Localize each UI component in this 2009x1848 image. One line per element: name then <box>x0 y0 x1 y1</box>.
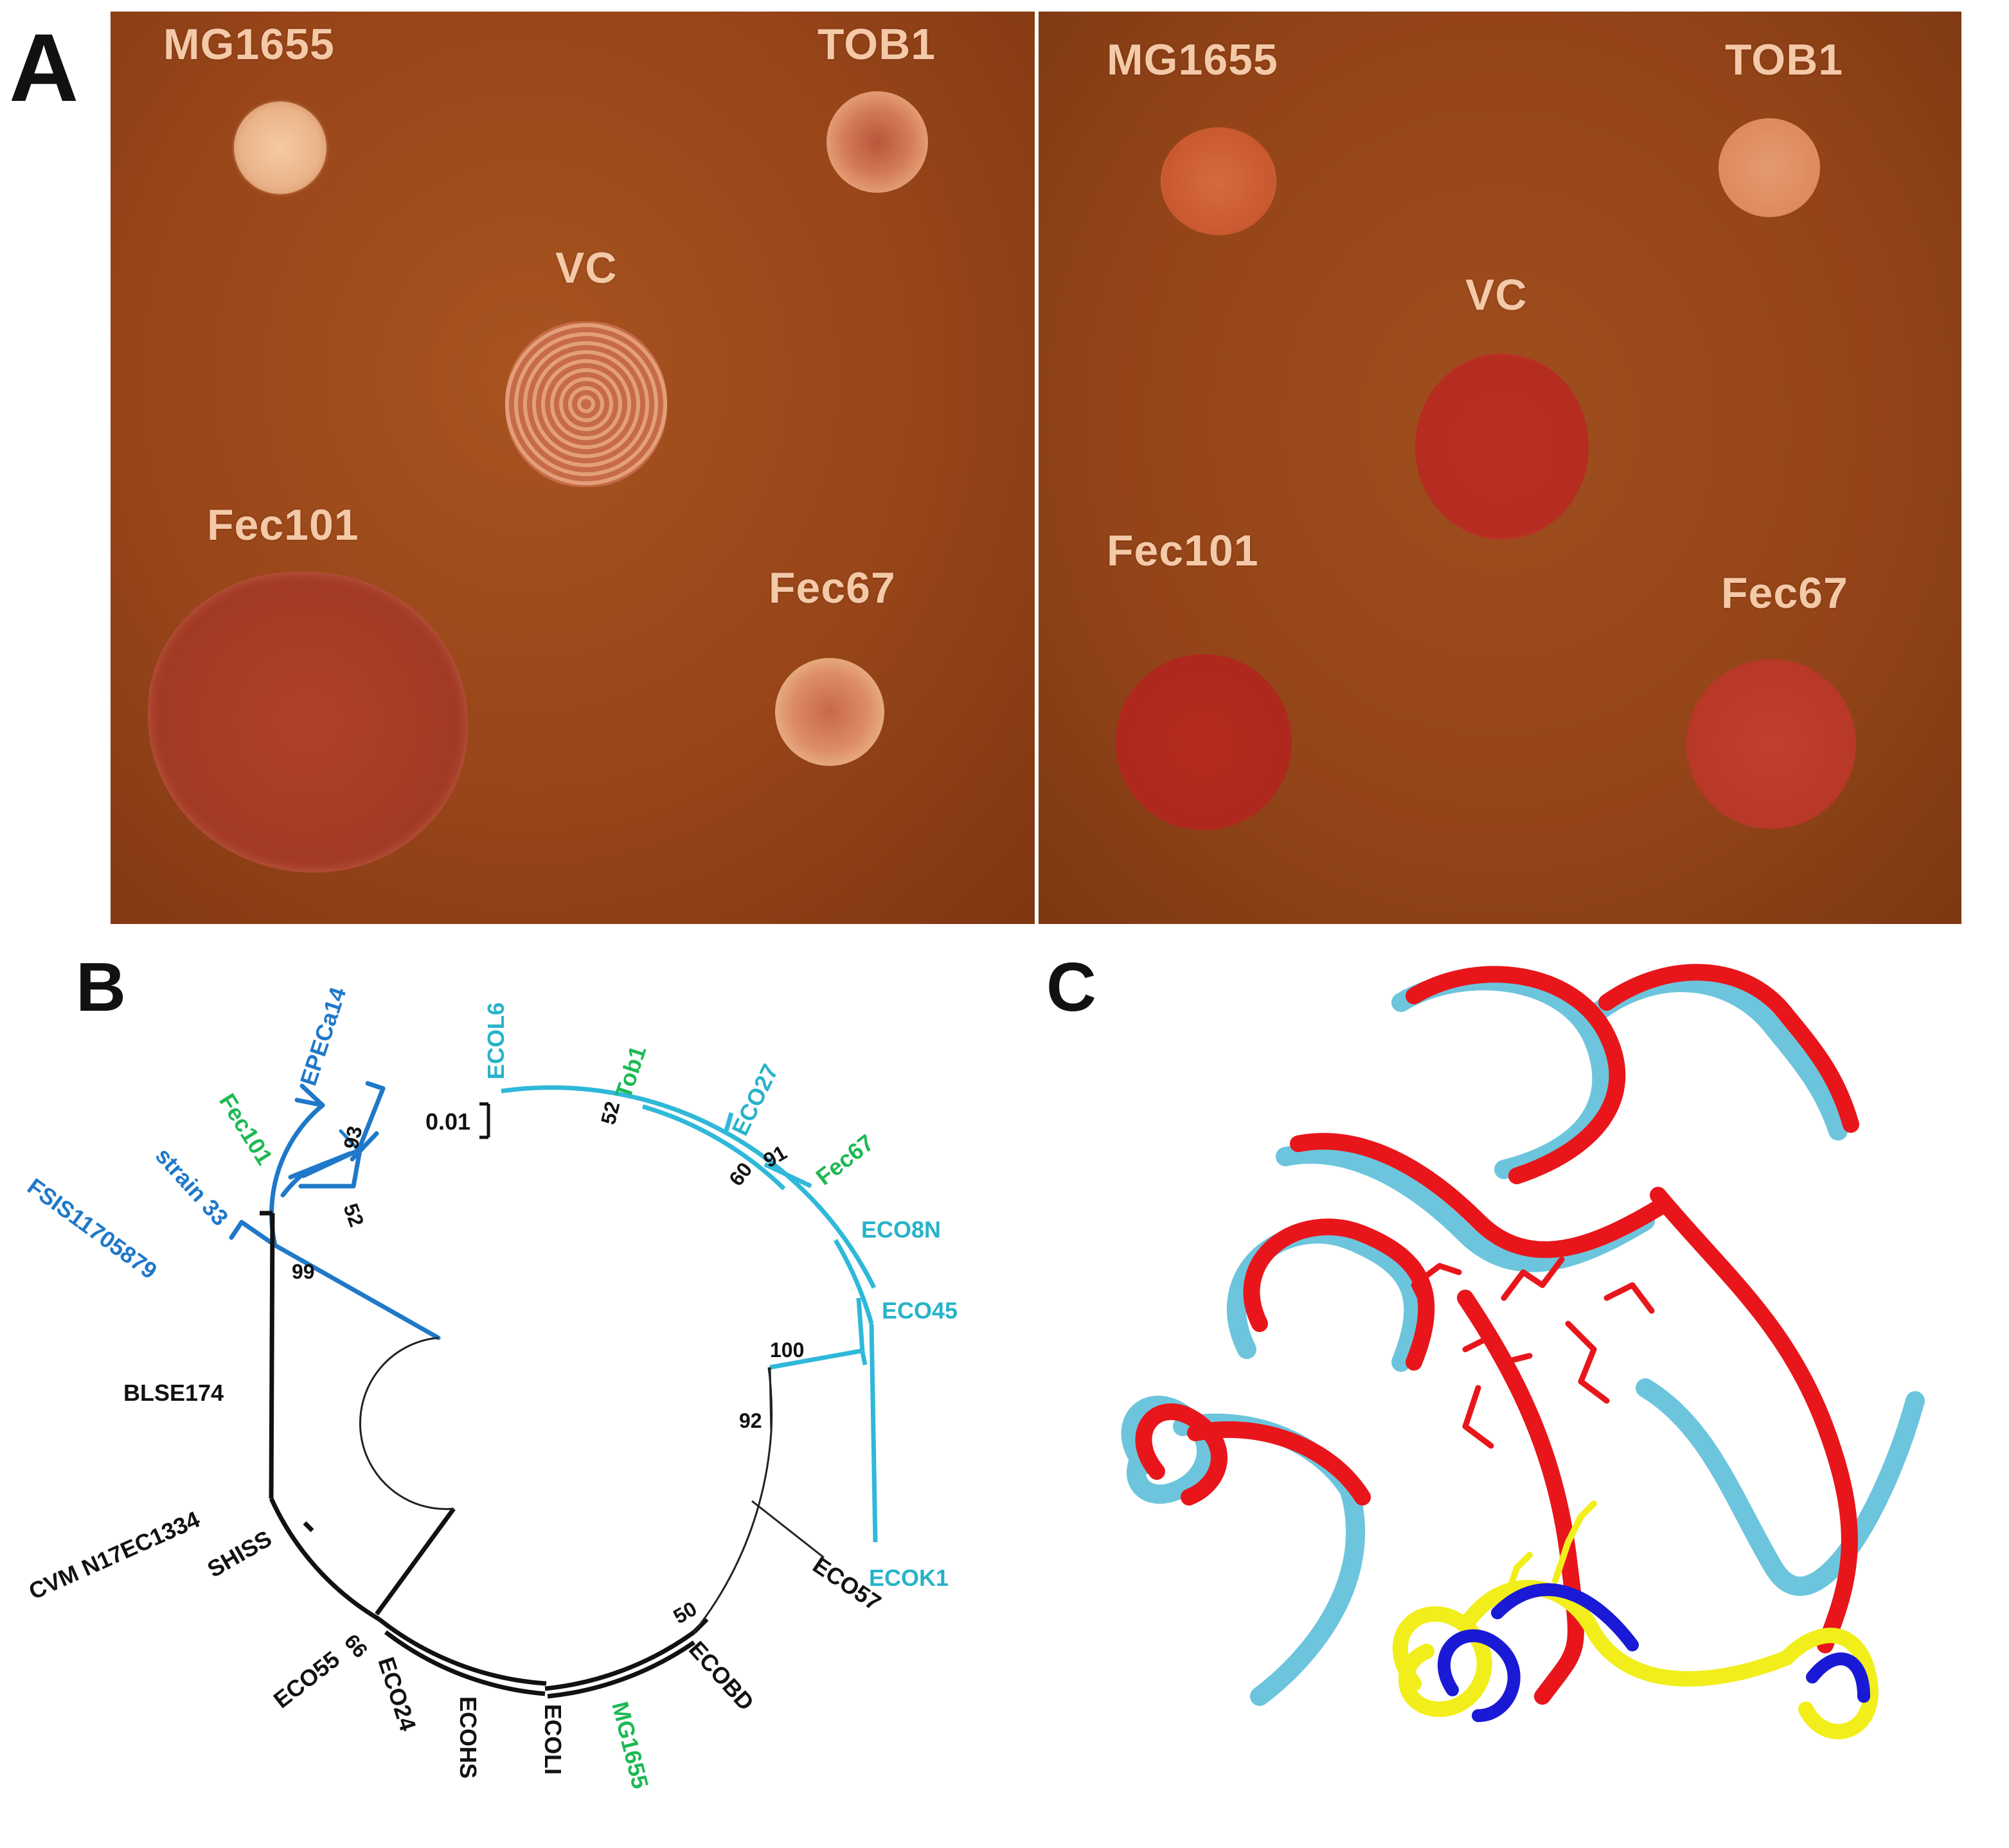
taxon-cvm: CVM N17EC1334 <box>25 1506 204 1604</box>
plate-left: MG1655 TOB1 VC Fec101 Fec67 <box>111 12 1035 924</box>
taxon-ecoli: ECOLI <box>540 1704 566 1775</box>
bootstrap-values: 93 52 99 52 91 60 100 92 50 99 <box>292 1099 804 1662</box>
label-right-tob1: TOB1 <box>1725 35 1844 84</box>
bootstrap-93: 93 <box>339 1124 367 1151</box>
label-right-vc: VC <box>1465 271 1528 319</box>
taxon-fec101: Fec101 <box>214 1089 278 1169</box>
label-left-fec101: Fec101 <box>207 501 359 549</box>
ribbon-yellow <box>1392 1579 1879 1739</box>
scale-bar <box>479 1102 490 1139</box>
taxon-tob1: Tob1 <box>610 1043 652 1102</box>
plate-right: MG1655 TOB1 VC Fec101 Fec67 <box>1039 12 1961 924</box>
taxon-ecobd: ECOBD <box>684 1636 759 1716</box>
label-left-tob1: TOB1 <box>817 20 936 69</box>
taxon-eco55: ECO55 <box>269 1646 344 1713</box>
bootstrap-99b: 99 <box>340 1630 372 1662</box>
label-left-fec67: Fec67 <box>769 564 896 612</box>
colony-fec67 <box>775 658 884 766</box>
tree-thin-lines <box>359 1337 825 1633</box>
clade-cyan <box>501 1085 878 1543</box>
taxon-ecok1: ECOK1 <box>869 1565 949 1591</box>
taxon-eco45: ECO45 <box>882 1297 958 1324</box>
bootstrap-92: 92 <box>739 1409 762 1432</box>
colony-right-mg1655 <box>1161 127 1276 235</box>
bootstrap-50: 50 <box>670 1597 701 1628</box>
taxon-labels: EPECa14 Fec101 strain 33 FSIS11705879 EC… <box>22 984 958 1791</box>
taxon-strain33: strain 33 <box>150 1142 234 1231</box>
bootstrap-52a: 52 <box>339 1200 368 1230</box>
colony-fec101 <box>148 572 468 873</box>
taxon-fec67: Fec67 <box>811 1129 879 1190</box>
phylogenetic-tree: 0.01 EPECa14 Fec101 strain 33 FSIS117058… <box>22 984 958 1791</box>
taxon-epeca14: EPECa14 <box>295 984 352 1088</box>
label-right-fec101: Fec101 <box>1107 526 1259 575</box>
side-chain-yellow <box>1501 1500 1597 1610</box>
colony-mg1655 <box>234 102 326 194</box>
clade-black <box>260 1211 709 1699</box>
taxon-eco27: ECO27 <box>726 1060 783 1139</box>
side-chains-red <box>1411 1256 1655 1449</box>
taxon-ecol6: ECOL6 <box>483 1002 509 1079</box>
bootstrap-100: 100 <box>770 1338 804 1362</box>
taxon-eco24: ECO24 <box>373 1654 421 1734</box>
taxon-blse174: BLSE174 <box>123 1380 224 1406</box>
colony-tob1 <box>826 91 928 193</box>
scale-label: 0.01 <box>425 1108 470 1135</box>
label-left-mg1655: MG1655 <box>163 20 335 69</box>
colony-right-tob1 <box>1719 118 1820 217</box>
clade-blue <box>229 1081 441 1340</box>
panel-b-letter: B <box>76 948 126 1026</box>
colony-right-vc <box>1415 353 1589 540</box>
colony-right-fec67 <box>1686 659 1856 829</box>
label-right-fec67: Fec67 <box>1721 569 1848 617</box>
taxon-ecohs: ECOHS <box>455 1696 481 1779</box>
label-right-mg1655: MG1655 <box>1107 35 1278 84</box>
taxon-eco8n: ECO8N <box>861 1216 941 1243</box>
protein-structure-superposition <box>1121 964 1925 1739</box>
colony-right-fec101 <box>1116 654 1292 830</box>
bootstrap-91: 91 <box>760 1141 791 1172</box>
bootstrap-99: 99 <box>292 1260 315 1283</box>
label-left-vc: VC <box>555 244 618 292</box>
panel-a-letter: A <box>9 13 79 121</box>
taxon-fsis: FSIS11705879 <box>22 1173 162 1284</box>
taxon-mg1655: MG1655 <box>607 1699 654 1791</box>
bootstrap-52b: 52 <box>596 1099 625 1126</box>
taxon-shiss: SHISS <box>203 1525 276 1583</box>
panel-c-letter: C <box>1046 948 1096 1026</box>
ribbon-blue <box>1438 1583 1870 1722</box>
colony-vc <box>505 321 667 487</box>
